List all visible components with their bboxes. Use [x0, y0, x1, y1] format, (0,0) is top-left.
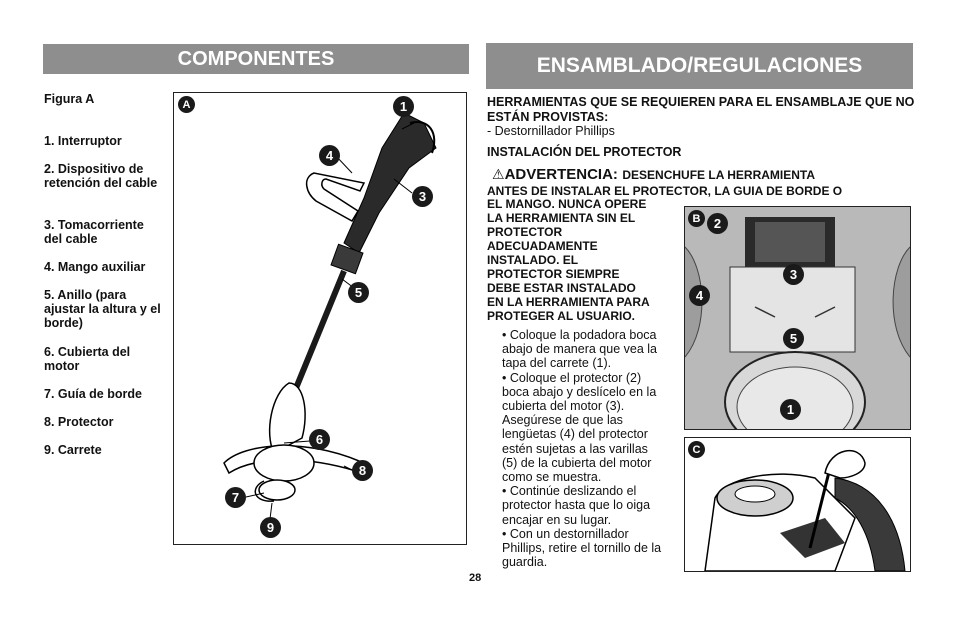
warning-line2: ANTES DE INSTALAR EL PROTECTOR, LA GUIA …: [487, 184, 843, 198]
figure-b-callout-2: 2: [707, 213, 728, 234]
warning-rest-7: DEBE ESTAR INSTALADO: [487, 281, 636, 295]
warning-rest-1: EL MANGO. NUNCA OPERE: [487, 197, 647, 211]
component-item-4: 4. Mango auxiliar: [44, 260, 146, 274]
bullet-1-line-3: tapa del carrete (1).: [502, 356, 612, 371]
guard-install-illustration: [685, 207, 910, 429]
bullet-1-line-2: abajo de manera que vea la: [502, 342, 657, 357]
component-item-2: 2. Dispositivo de retención del cable: [44, 162, 158, 190]
figure-a-letter: A: [178, 96, 195, 113]
figure-label: Figura A: [44, 92, 95, 106]
warning-line1-row: ⚠ADVERTENCIA: DESENCHUFE LA HERRAMIENTA: [492, 166, 815, 184]
warning-rest-2: LA HERRAMIENTA SIN EL: [487, 211, 636, 225]
figure-c-letter: C: [688, 441, 705, 458]
bullet-2-line-1: • Coloque el protector (2): [502, 370, 642, 385]
warning-rest-5: INSTALADO. EL: [487, 253, 579, 267]
warning-triangle-icon: ⚠: [492, 166, 505, 182]
ensamblado-banner: ENSAMBLADO/REGULACIONES: [486, 43, 913, 89]
callout-7: 7: [225, 487, 246, 508]
callout-1: 1: [393, 96, 414, 117]
component-item-7: 7. Guía de borde: [44, 387, 142, 401]
warning-rest-9: PROTEGER AL USUARIO.: [487, 309, 636, 323]
figure-b-callout-1: 1: [780, 399, 801, 420]
warning-line1: DESENCHUFE LA HERRAMIENTA: [622, 168, 816, 182]
bullet-2-line-8: como se muestra.: [502, 470, 602, 485]
callout-4: 4: [319, 145, 340, 166]
figure-b-callout-5: 5: [783, 328, 804, 349]
callout-6: 6: [309, 429, 330, 450]
figure-b-callout-4: 4: [689, 285, 710, 306]
component-item-8: 8. Protector: [44, 415, 114, 429]
figure-b: B 2 3 4 5 1: [684, 206, 911, 430]
componentes-banner: COMPONENTES: [43, 44, 469, 74]
bullet-2-line-2: boca abajo y deslícelo en la: [502, 384, 657, 399]
instruction-bullets: • Coloque la podadora boca abajo de mane…: [502, 328, 682, 569]
callout-5: 5: [348, 282, 369, 303]
install-heading: INSTALACIÓN DEL PROTECTOR: [487, 145, 682, 159]
trimmer-illustration: [223, 112, 437, 520]
callout-8: 8: [352, 460, 373, 481]
callout-3: 3: [412, 186, 433, 207]
figure-b-callout-3: 3: [783, 264, 804, 285]
page-number: 28: [469, 572, 482, 584]
bullet-3-line-1: • Continúe deslizando el: [502, 484, 637, 499]
component-item-9: 9. Carrete: [44, 443, 102, 457]
warning-rest-6: PROTECTOR SIEMPRE: [487, 267, 620, 281]
componentes-title: COMPONENTES: [177, 47, 335, 70]
figure-b-letter: B: [688, 210, 705, 227]
bullet-2-line-7: (5) de la cubierta del motor: [502, 455, 652, 470]
warning-label: ADVERTENCIA:: [504, 166, 618, 183]
bullet-4-line-2: Phillips, retire el tornillo de la: [502, 541, 662, 556]
bullet-2-line-5: lengüetas (4) del protector: [502, 427, 648, 442]
bullet-1-line-1: • Coloque la podadora boca: [502, 328, 657, 342]
figure-c: C: [684, 437, 911, 572]
bullet-3-line-2: protector hasta que lo oiga: [502, 498, 651, 513]
bullet-3-line-3: encajar en su lugar.: [502, 512, 612, 527]
figure-a: A 1 4 3 5 6 8 7 9: [173, 92, 467, 545]
bullet-2-line-4: Asegúrese de que las: [502, 413, 623, 428]
callout-9: 9: [260, 517, 281, 538]
screwdriver-illustration: [704, 449, 906, 571]
component-item-5: 5. Anillo (para ajustar la altura y el b…: [44, 288, 161, 330]
bullet-4-line-1: • Con un destornillador: [502, 526, 629, 541]
warning-rest-8: EN LA HERRAMIENTA PARA: [487, 295, 650, 309]
warning-rest-4: ADECUADAMENTE: [487, 239, 598, 253]
component-item-3: 3. Tomacorriente del cable: [44, 218, 144, 246]
ensamblado-title: ENSAMBLADO/REGULACIONES: [536, 54, 863, 77]
warning-rest-3: PROTECTOR: [487, 225, 563, 239]
bullet-4-line-3: guardia.: [502, 555, 548, 570]
bullet-2-line-6: estén sujetas a las varillas: [502, 441, 648, 456]
component-item-6: 6. Cubierta del motor: [44, 345, 131, 373]
tools-item: - Destornillador Phillips: [487, 124, 615, 138]
tools-heading: HERRAMIENTAS QUE SE REQUIEREN PARA EL EN…: [487, 95, 915, 124]
component-item-1: 1. Interruptor: [44, 134, 122, 148]
bullet-2-line-3: cubierta del motor (3).: [502, 399, 625, 414]
